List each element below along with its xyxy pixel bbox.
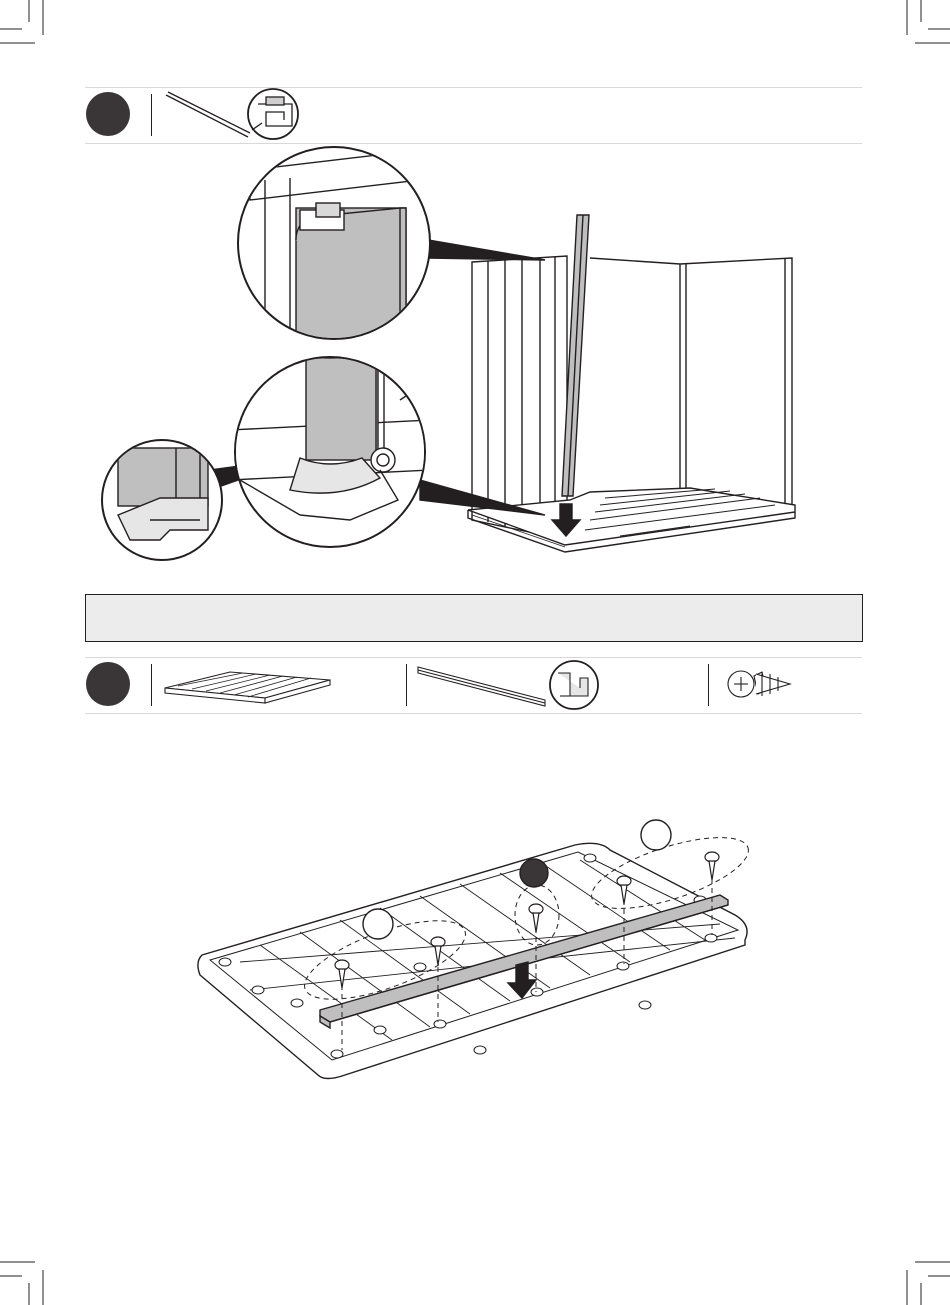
floor-channel-screw-illustration	[0, 0, 950, 1305]
